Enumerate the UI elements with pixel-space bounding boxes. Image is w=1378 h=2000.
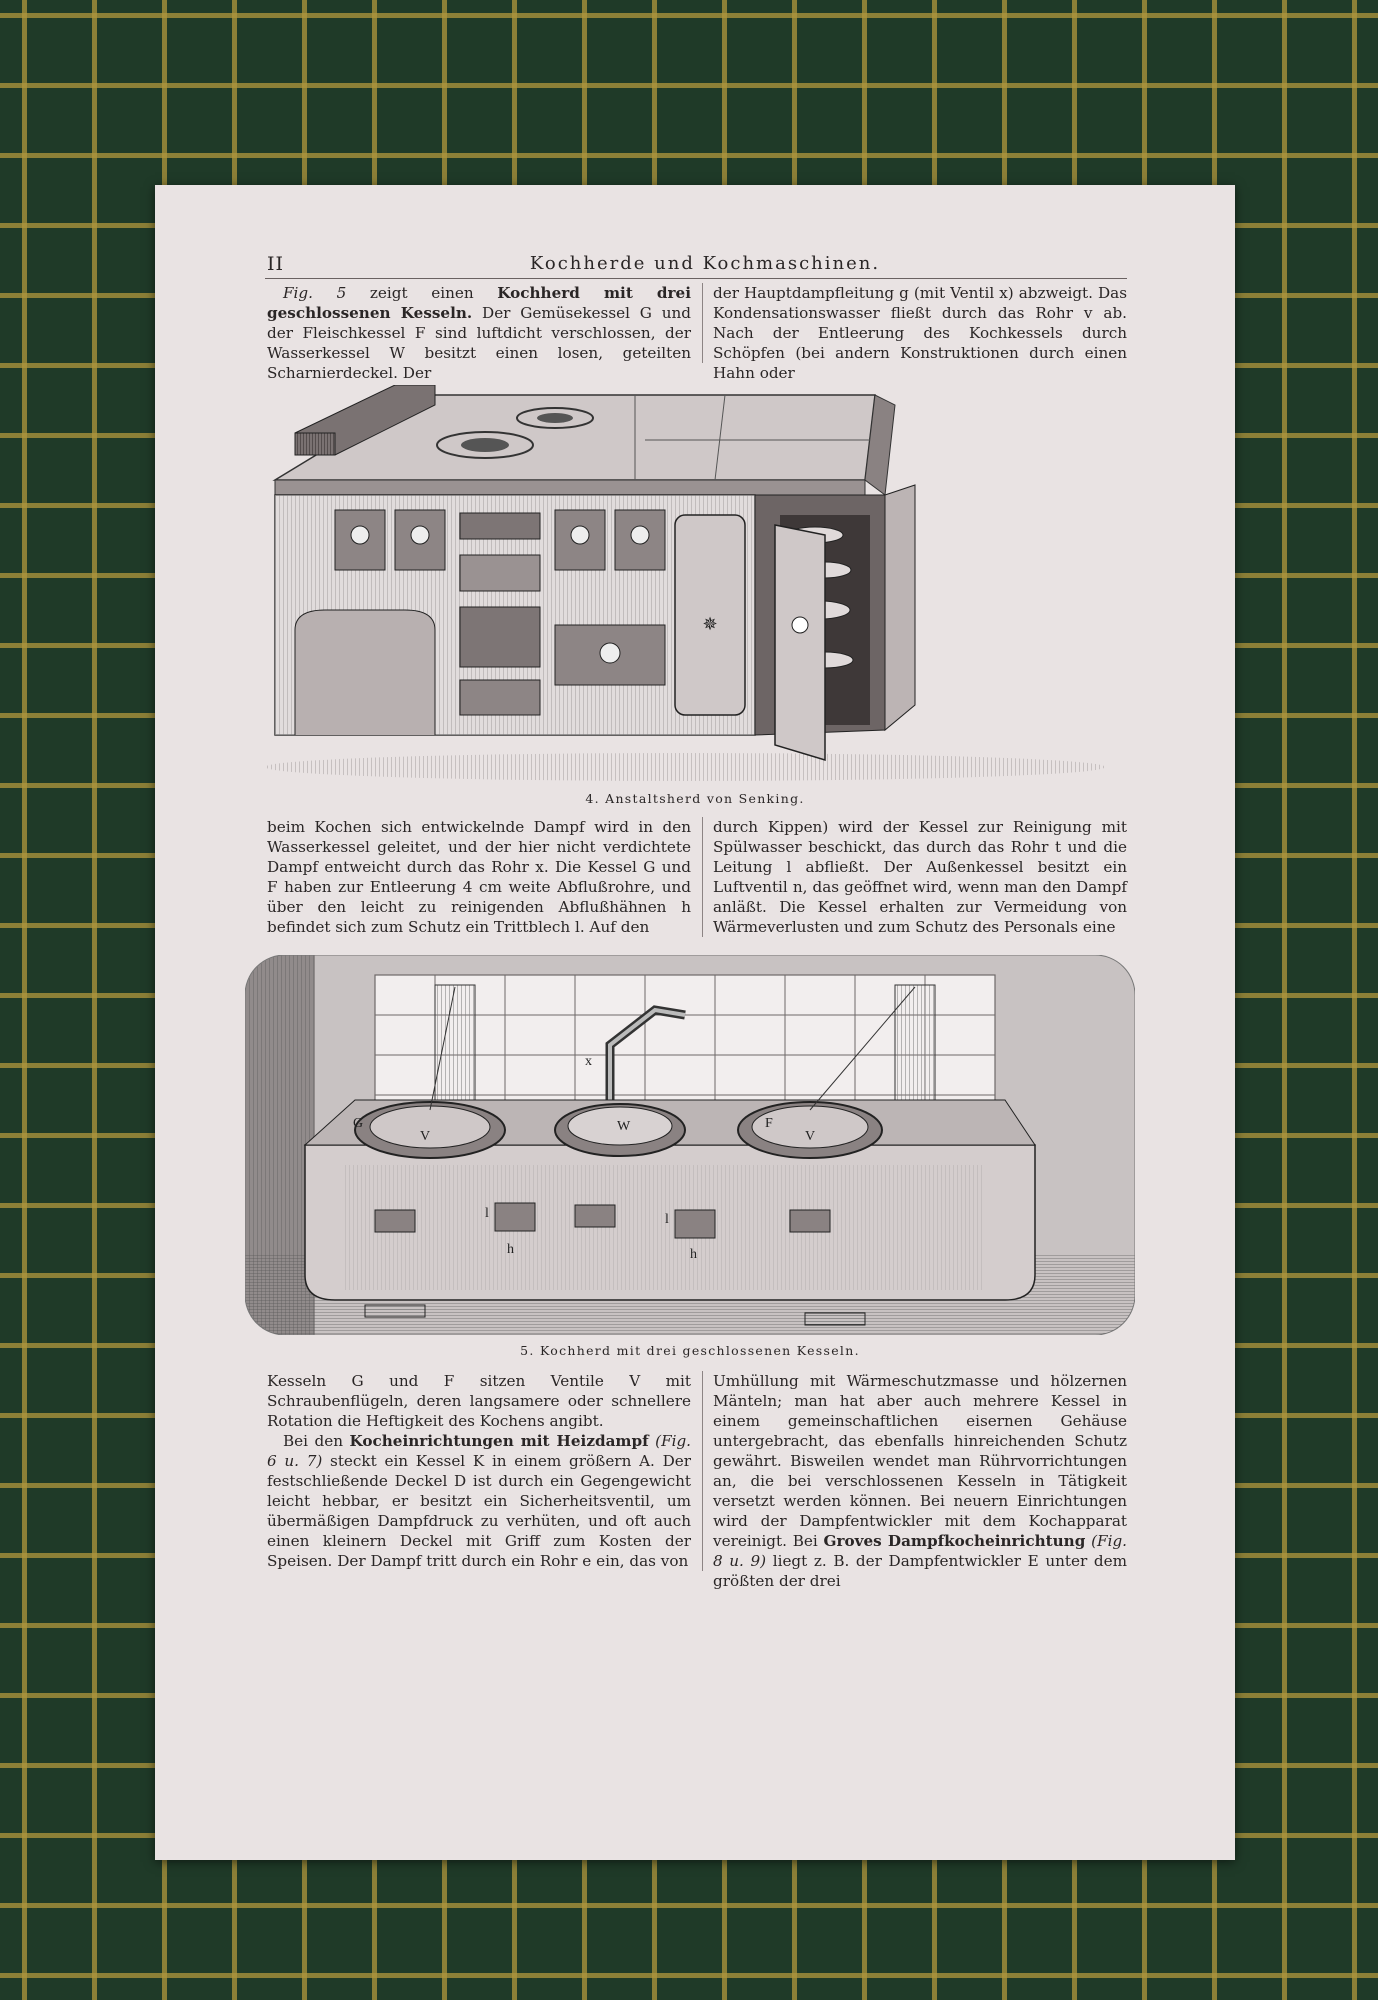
figure-4-stove-illustration: ✵ xyxy=(255,385,1135,785)
column-divider xyxy=(702,283,703,363)
figure-reference: (Fig. 6 u. 7) xyxy=(267,1432,692,1470)
label-v-left: V xyxy=(420,1129,430,1144)
document-page: II Kochherde und Kochmaschinen. Fig. 5 z… xyxy=(155,185,1235,1860)
text-block-3-left: Kesseln G und F sitzen Ventile V mit Sch… xyxy=(267,1372,692,1570)
label-l-right: l xyxy=(665,1212,669,1227)
label-h-right: h xyxy=(690,1247,697,1262)
label-h-left: h xyxy=(507,1242,514,1257)
label-v-right: V xyxy=(805,1129,815,1144)
column-divider xyxy=(702,817,703,937)
column-divider xyxy=(702,1371,703,1571)
figure-5-kettles-illustration: G V W x F V l l h h xyxy=(245,955,1135,1335)
label-x: x xyxy=(585,1054,592,1069)
figure-reference: (Fig. 8 u. 9) xyxy=(713,1532,1127,1570)
page-number: II xyxy=(267,253,285,275)
running-title: Kochherde und Kochmaschinen. xyxy=(529,253,881,274)
label-l-left: l xyxy=(485,1206,489,1221)
label-f: F xyxy=(765,1116,773,1131)
figure-reference: Fig. 5 xyxy=(283,284,347,302)
figure-5-caption: 5. Kochherd mit drei geschlossenen Kesse… xyxy=(520,1343,860,1358)
figure-4-caption: 4. Anstaltsherd von Senking. xyxy=(585,791,805,806)
text-block-1-left: Fig. 5 zeigt einen Kochherd mit drei ges… xyxy=(267,284,691,382)
text-block-3-right: Umhüllung mit Wärmeschutzmasse und hölze… xyxy=(713,1372,1128,1590)
label-w: W xyxy=(617,1119,631,1134)
bold-term: Groves Dampfkocheinrichtung xyxy=(823,1532,1086,1550)
label-g: G xyxy=(353,1116,363,1131)
bold-term: Kocheinrichtungen mit Heizdampf xyxy=(349,1432,649,1450)
bold-term: Kochherd mit drei geschlossenen Kesseln. xyxy=(267,284,691,322)
text-block-2-right: durch Kippen) wird der Kessel zur Reinig… xyxy=(713,818,1127,936)
text-block-1-right: der Hauptdampfleitung g (mit Ventil x) a… xyxy=(713,284,1127,382)
text-block-2-left: beim Kochen sich entwickelnde Dampf wird… xyxy=(267,818,691,936)
header-rule xyxy=(265,278,1127,279)
svg-text:✵: ✵ xyxy=(702,614,717,635)
